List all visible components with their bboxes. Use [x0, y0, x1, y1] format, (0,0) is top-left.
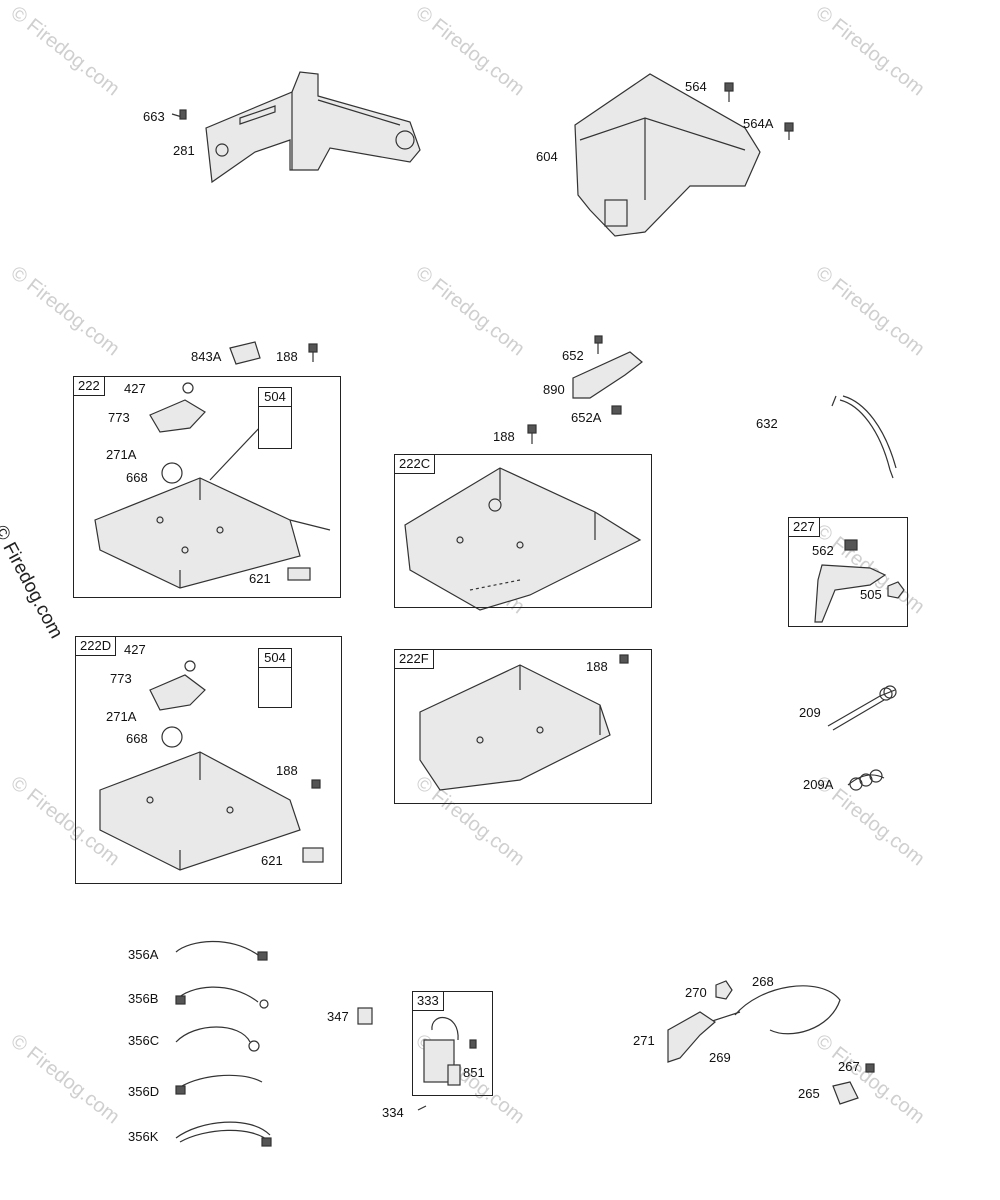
part-label: 188 [276, 763, 298, 778]
group-tag: 222 [74, 377, 105, 396]
lever-271-drawing [667, 1011, 716, 1063]
group-box-222c: 222C [394, 454, 652, 608]
part-label: 668 [126, 731, 148, 746]
group-tag: 222D [76, 637, 117, 656]
wire-356k-drawing [175, 1121, 272, 1147]
lever-227-drawing [814, 539, 905, 623]
wire-356c-drawing [175, 1026, 260, 1052]
group-tag: 333 [413, 992, 444, 1011]
part-label: 843A [191, 349, 222, 364]
bracket-890-drawing [572, 335, 643, 415]
part-label: 652 [562, 348, 584, 363]
part-label: 271A [106, 709, 137, 724]
part-label: 604 [536, 149, 558, 164]
screw-334-drawing [417, 1105, 427, 1111]
part-label: 663 [143, 109, 165, 124]
nut-270-drawing [715, 980, 733, 1000]
screw-267-drawing [865, 1063, 875, 1073]
part-label: 281 [173, 143, 195, 158]
cover-604-drawing [574, 73, 761, 237]
wire-356a-drawing [175, 940, 268, 961]
clip-265-drawing [832, 1081, 859, 1105]
part-label: 188 [586, 659, 608, 674]
part-label: 773 [110, 671, 132, 686]
plate-222f-drawing [419, 654, 629, 791]
screw-564-drawing [724, 82, 734, 102]
part-label: 271A [106, 447, 137, 462]
spring-632-drawing [831, 395, 897, 479]
spring-209a-drawing [847, 769, 885, 791]
part-label: 356C [128, 1033, 160, 1048]
group-box-333: 333 [412, 991, 493, 1096]
part-label: 851 [463, 1065, 485, 1080]
switch-333-drawing [423, 1016, 477, 1086]
wire-356b-drawing [175, 986, 269, 1009]
group-tag: 222F [395, 650, 434, 669]
part-label: 269 [709, 1050, 731, 1065]
kit-box-504: 504 [258, 387, 292, 449]
part-label: 188 [276, 349, 298, 364]
kit-box-504: 504 [258, 648, 292, 708]
part-label: 564 [685, 79, 707, 94]
part-label: 209A [803, 777, 834, 792]
part-label: 621 [261, 853, 283, 868]
group-box-227: 227 [788, 517, 908, 627]
screw-188-drawing [308, 343, 318, 362]
group-tag: 227 [789, 518, 820, 537]
part-label: 621 [249, 571, 271, 586]
screw-188b-drawing [527, 424, 537, 444]
part-label: 562 [812, 543, 834, 558]
part-label: 890 [543, 382, 565, 397]
group-box-222f: 222F [394, 649, 652, 804]
group-box-222d: 222D [75, 636, 342, 884]
part-label: 268 [752, 974, 774, 989]
part-label: 265 [798, 1086, 820, 1101]
part-label: 652A [571, 410, 602, 425]
part-label: 334 [382, 1105, 404, 1120]
bracket-281-drawing [205, 71, 421, 184]
clip-347-drawing [357, 1007, 373, 1025]
plate-222-drawing [94, 382, 331, 589]
part-label: 564A [743, 116, 774, 131]
plate-222c-drawing [404, 467, 642, 611]
part-label: 356B [128, 991, 159, 1006]
part-label: 209 [799, 705, 821, 720]
part-label: 427 [124, 381, 146, 396]
part-label: 267 [838, 1059, 860, 1074]
plate-222d-drawing [99, 660, 324, 871]
part-label: 427 [124, 642, 146, 657]
part-label: 356A [128, 947, 159, 962]
part-label: 270 [685, 985, 707, 1000]
screw-663-drawing [171, 109, 187, 120]
part-label: 505 [860, 587, 882, 602]
screw-564a-drawing [784, 122, 794, 140]
part-label: 632 [756, 416, 778, 431]
part-label: 356K [128, 1129, 159, 1144]
kit-tag: 504 [259, 388, 291, 407]
part-label: 188 [493, 429, 515, 444]
part-label: 271 [633, 1033, 655, 1048]
part-label: 347 [327, 1009, 349, 1024]
spring-209-drawing [827, 685, 897, 731]
clip-843a-drawing [229, 341, 261, 365]
kit-tag: 504 [259, 649, 291, 668]
wire-356d-drawing [175, 1074, 263, 1095]
part-label: 356D [128, 1084, 160, 1099]
part-label: 773 [108, 410, 130, 425]
part-label: 668 [126, 470, 148, 485]
group-tag: 222C [395, 455, 436, 474]
group-box-222: 222 [73, 376, 341, 598]
